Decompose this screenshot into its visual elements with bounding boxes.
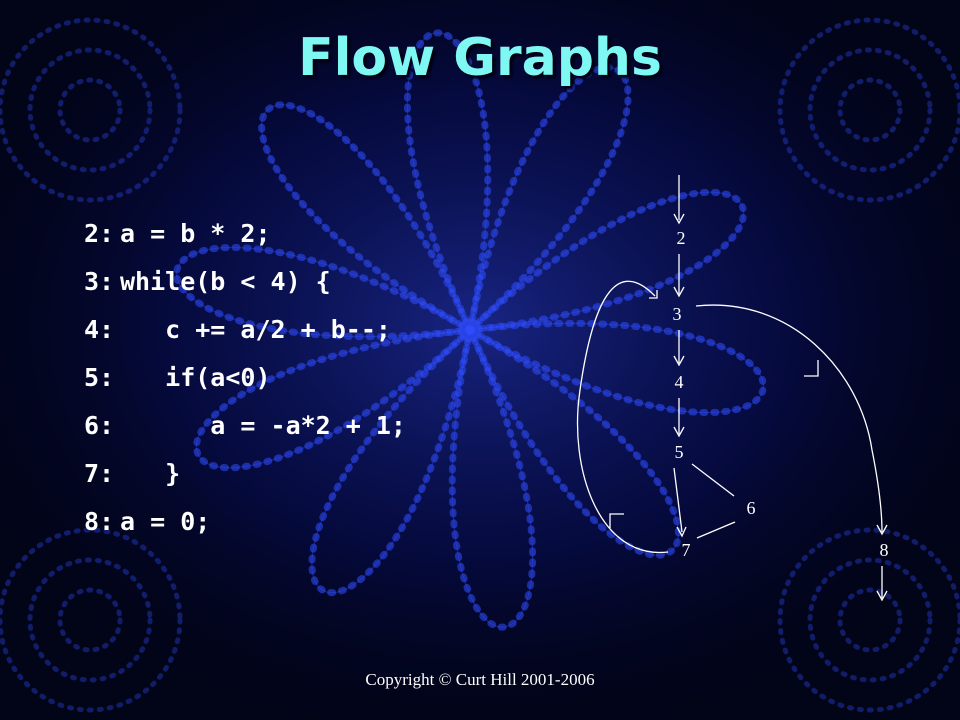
code-listing: 2:a = b * 2; 3:while(b < 4) { 4: c += a/…	[84, 210, 406, 546]
arrowhead	[673, 213, 685, 225]
code-line: 3:while(b < 4) {	[84, 258, 406, 306]
background-loop	[258, 101, 474, 334]
code-line: 6: a = -a*2 + 1;	[84, 402, 406, 450]
background-loop	[466, 319, 767, 417]
node-7: 7	[682, 540, 691, 560]
edge-marker	[804, 360, 819, 377]
background-swirl	[27, 47, 153, 173]
line-number: 5:	[84, 363, 115, 392]
background-loop	[466, 64, 632, 334]
background-loop-outline	[469, 329, 679, 556]
background-swirl	[57, 587, 123, 653]
line-number: 8:	[84, 507, 115, 536]
line-number: 6:	[84, 411, 115, 440]
line-number: 3:	[84, 267, 115, 296]
background-loop	[308, 326, 474, 596]
node-2: 2	[677, 228, 686, 248]
background-loop-outline	[195, 329, 471, 469]
background-loop	[193, 326, 474, 472]
background-loop	[173, 243, 474, 341]
arrowhead	[876, 590, 888, 602]
background-swirl	[27, 557, 153, 683]
edge-5-6	[691, 463, 735, 497]
code-line: 5: if(a<0)	[84, 354, 406, 402]
background-loop-outline	[176, 246, 471, 338]
arrowhead	[673, 426, 685, 438]
background-loop-outline	[451, 329, 534, 628]
code-line: 4: c += a/2 + b--;	[84, 306, 406, 354]
background-loop-outline	[469, 191, 745, 331]
background-loop-outline	[469, 322, 764, 414]
background-loop	[448, 326, 537, 631]
arrowhead	[649, 290, 658, 299]
node-5: 5	[675, 442, 684, 462]
background-loop-outline	[469, 67, 629, 331]
background-loop-outline	[261, 104, 471, 331]
background-swirl	[807, 557, 933, 683]
edge-3-8	[695, 304, 883, 533]
edge-5-7	[673, 467, 683, 533]
background-swirl	[837, 77, 903, 143]
background-swirl	[0, 527, 183, 713]
node-3: 3	[673, 304, 682, 324]
arrowhead	[876, 524, 888, 536]
code-text: c += a/2 + b--;	[120, 315, 391, 344]
arrowhead	[673, 286, 685, 298]
code-text: while(b < 4) {	[120, 267, 331, 296]
code-text: a = b * 2;	[120, 219, 271, 248]
slide-title: Flow Graphs	[298, 28, 662, 88]
background-loop	[466, 326, 682, 559]
copyright-footer: Copyright © Curt Hill 2001-2006	[365, 670, 595, 689]
edge-7-3	[576, 280, 669, 554]
node-6: 6	[747, 498, 756, 518]
line-number: 7:	[84, 459, 115, 488]
background-swirl	[807, 47, 933, 173]
code-text: }	[120, 459, 181, 488]
code-line: 2:a = b * 2;	[84, 210, 406, 258]
background-loop	[403, 29, 492, 334]
edge-6-7	[696, 521, 736, 539]
background-loop	[466, 188, 747, 334]
code-line: 8:a = 0;	[84, 498, 406, 546]
node-8: 8	[880, 540, 889, 560]
code-text: a = -a*2 + 1;	[120, 411, 406, 440]
background-swirl	[0, 17, 183, 203]
node-4: 4	[675, 372, 684, 392]
code-line: 7: }	[84, 450, 406, 498]
background-swirl	[777, 527, 960, 713]
background-loop-outline	[406, 32, 489, 331]
arrowhead	[673, 355, 685, 367]
line-number: 4:	[84, 315, 115, 344]
line-number: 2:	[84, 219, 115, 248]
background-swirl	[57, 77, 123, 143]
code-text: a = 0;	[120, 507, 211, 536]
code-text: if(a<0)	[120, 363, 271, 392]
background-swirl	[777, 17, 960, 203]
arrowhead	[676, 526, 687, 538]
edge-marker	[609, 513, 624, 528]
background-loop-outline	[311, 329, 471, 593]
background-swirl	[837, 587, 903, 653]
